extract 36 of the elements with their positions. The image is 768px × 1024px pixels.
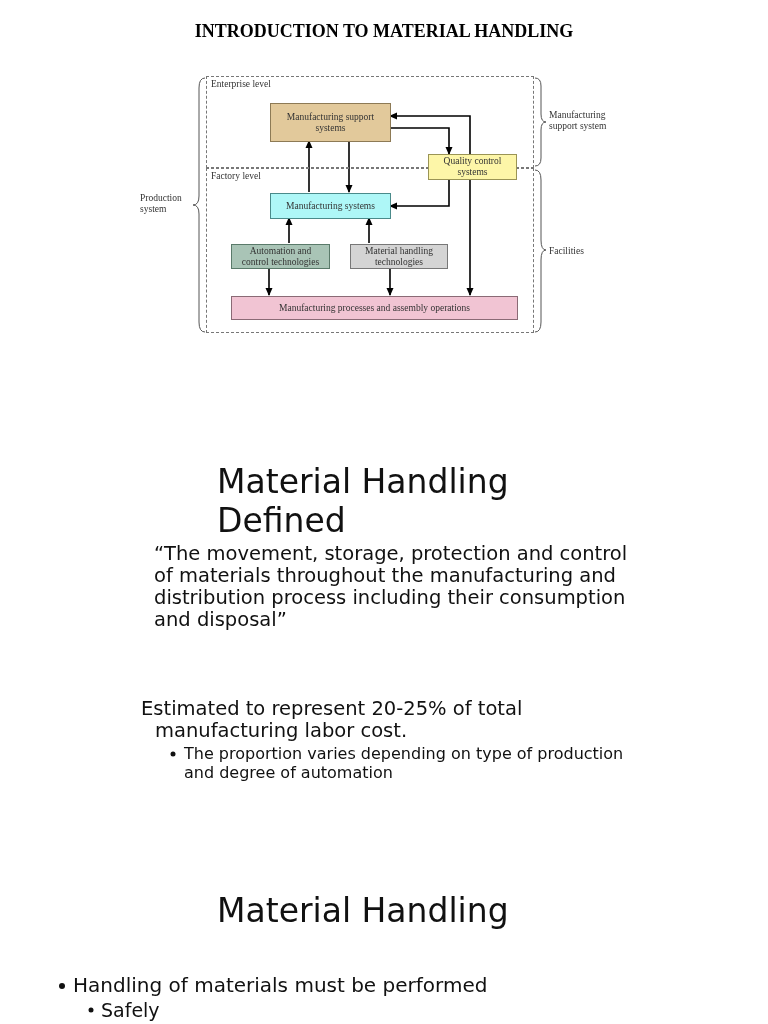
- process-box: [428, 154, 517, 180]
- arrow: [285, 217, 293, 244]
- process-box: [231, 296, 518, 320]
- arrow: [265, 267, 273, 296]
- region-label: Enterprise level: [211, 79, 271, 90]
- arrow: [345, 140, 353, 193]
- arrow: [389, 127, 453, 155]
- bullet-text: Handling of materials must be performed: [73, 974, 488, 997]
- box-text: Material handling technologies: [364, 245, 434, 268]
- page-title: INTRODUCTION TO MATERIAL HANDLING: [193, 20, 575, 43]
- process-box: [231, 244, 330, 269]
- slide-heading: Material Handling: [217, 891, 509, 930]
- bullet-text: Safely: [101, 999, 160, 1021]
- box-text: Quality control systems: [442, 156, 503, 178]
- level-region: [206, 168, 534, 333]
- box-text: Manufacturing systems: [285, 200, 376, 212]
- slide-heading: Material Handling Defined: [217, 462, 510, 540]
- bracket-label: Production system: [140, 193, 183, 215]
- bullet-text: The proportion varies depending on type of production and degree of automation: [184, 744, 624, 782]
- bracket-label: Facilities: [549, 245, 584, 258]
- arrow: [386, 267, 394, 296]
- process-box: [270, 103, 391, 142]
- bracket-label: Manufacturing support system: [549, 110, 608, 132]
- box-text: Automation and control technologies: [240, 245, 321, 268]
- box-text: Manufacturing support systems: [285, 111, 376, 134]
- box-text: Manufacturing processes and assembly operations: [278, 302, 471, 314]
- process-box: [270, 193, 391, 219]
- definition-quote: “The movement, storage, protection and control of materials throughout the manufacturing and distribution process including their consumption and disposal”: [154, 543, 629, 631]
- arrow: [305, 140, 313, 193]
- body-text: Estimated to represent 20-25% of total manufacturing labor cost.: [141, 698, 524, 742]
- process-box: [350, 244, 448, 269]
- region-label: Factory level: [211, 171, 261, 182]
- arrow: [389, 112, 471, 155]
- arrow: [389, 179, 450, 210]
- arrow: [365, 217, 373, 244]
- arrow: [466, 179, 474, 296]
